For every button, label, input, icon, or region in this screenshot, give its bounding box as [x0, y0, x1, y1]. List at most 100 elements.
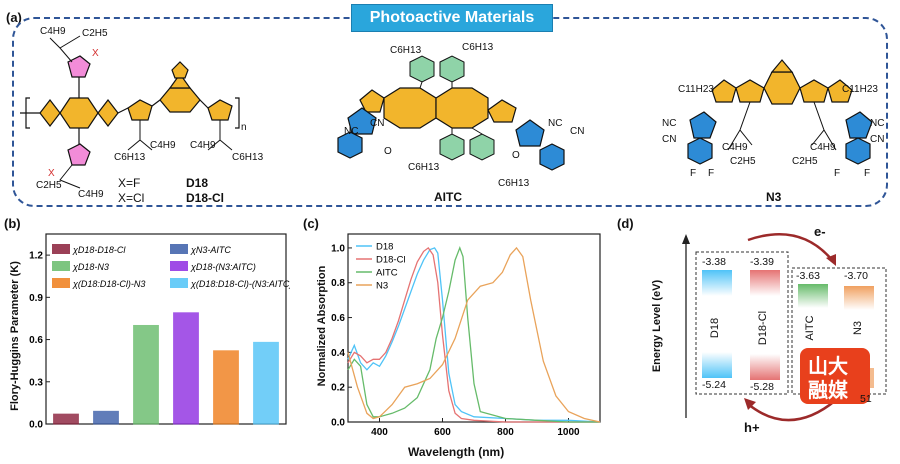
d18-sub-c2h5-top: C2H5 — [82, 28, 108, 39]
legend-label: χ(D18:D18-Cl)-N3 — [72, 279, 145, 289]
panel-label-d: (d) — [617, 216, 634, 231]
aitc-name: AITC — [434, 190, 462, 204]
chart-c-ytick-label: 1.0 — [331, 243, 345, 254]
chart-c-ytick-label: 0.8 — [331, 278, 345, 289]
aitc-lumo-value: -3.63 — [796, 270, 820, 282]
n3-nc-left: NC — [662, 118, 677, 129]
n3-sub-c11-right: C11H23 — [842, 84, 878, 95]
aitc-sub-3: C6H13 — [408, 162, 440, 173]
chart-c-frame — [347, 233, 601, 423]
panel-label-a: (a) — [6, 10, 22, 25]
aitc-sub-2: C6H13 — [462, 42, 494, 53]
series-line-d18-cl — [347, 246, 600, 423]
chart-c-ytick-label: 0.0 — [331, 418, 345, 429]
legend-label: χN3-AITC — [190, 245, 231, 255]
d18-sub-c4h9-bottom: C4H9 — [78, 189, 104, 200]
d18-lumo-bar — [702, 270, 732, 296]
d18-x-top: X — [92, 48, 99, 59]
watermark-line-2: 融媒 — [808, 378, 848, 402]
bar — [133, 324, 159, 425]
n3-sub-c11-left: C11H23 — [678, 84, 714, 95]
aitc-cn-right: CN — [570, 126, 585, 137]
d18-homo-bar — [702, 352, 732, 378]
legend-label: χD18-N3 — [72, 262, 109, 272]
chart-b-ytick-label: 0.0 — [29, 420, 43, 431]
aitc-name-label: AITC — [804, 315, 816, 341]
d18-homo-value: -5.24 — [702, 379, 726, 391]
chart-c-xtick-label: 600 — [434, 427, 451, 438]
chart-c-xtick-label: 400 — [371, 427, 388, 438]
donor-box — [695, 251, 789, 395]
legend-swatch — [170, 261, 188, 271]
n3-sub-c4-right: C4H9 — [810, 142, 836, 153]
chart-b-ytick-label: 0.6 — [29, 335, 43, 346]
series-line-d18 — [347, 247, 601, 423]
aitc-lumo-bar — [798, 284, 828, 308]
hole-arrowhead — [744, 398, 756, 410]
aitc-nc-right: NC — [548, 118, 563, 129]
bar — [173, 312, 199, 425]
chart-b-ytick-label: 0.3 — [29, 377, 43, 388]
watermark-line-1: 山大 — [808, 354, 848, 378]
photoactive-materials-banner: Photoactive Materials — [351, 4, 553, 32]
legend-swatch — [52, 261, 70, 271]
d18-sub-c4h9-top: C4H9 — [40, 26, 66, 37]
panel-label-c: (c) — [303, 216, 319, 231]
series-line-n3 — [347, 246, 601, 423]
legend-label: D18-Cl — [376, 255, 406, 266]
d18-name-label: D18 — [709, 317, 721, 339]
n3-sub-c4-left: C4H9 — [722, 142, 748, 153]
energy-level-diagram — [682, 232, 887, 422]
n3-name: N3 — [766, 190, 782, 204]
aitc-structure — [337, 55, 565, 171]
d18-repeat-n: n — [241, 122, 247, 133]
aitc-cn-left: CN — [370, 118, 385, 129]
bar — [253, 341, 279, 425]
legend-label: χ(D18:D18-Cl)-(N3:AITC) — [190, 279, 290, 289]
aitc-o-left: O — [384, 146, 392, 157]
n3-lumo-bar — [844, 286, 874, 310]
panel-label-b: (b) — [4, 216, 21, 231]
d18-sub-c8-mid1: C6H13 — [114, 152, 146, 163]
electron-arrowhead — [826, 254, 836, 266]
bar — [213, 350, 239, 425]
n3-cn-left: CN — [662, 134, 677, 145]
legend-swatch — [170, 278, 188, 288]
n3-cn-right: CN — [870, 134, 885, 145]
legend-swatch — [52, 244, 70, 254]
aitc-sub-4: C6H13 — [498, 178, 530, 189]
d18-sub-c4h9-mid2: C4H9 — [190, 140, 216, 151]
n3-sub-c2-left: C2H5 — [730, 156, 756, 167]
n3-structure — [687, 59, 873, 165]
d18-cl-lumo-value: -3.39 — [750, 256, 774, 268]
d18-sub-c2h5-bottom: C2H5 — [36, 180, 62, 191]
d18-cl-name: D18-Cl — [186, 191, 225, 205]
d18-x-bottom: X — [48, 168, 55, 179]
hole-transfer-arrow — [747, 399, 837, 422]
d18-x-eq-f: X=F — [118, 176, 141, 190]
energy-axis-arrowhead — [682, 234, 690, 244]
aitc-sub-1: C6H13 — [390, 45, 422, 56]
n3-f-3: F — [834, 168, 841, 179]
d18-name: D18 — [186, 176, 209, 190]
hole-label: h+ — [744, 420, 760, 435]
n3-f-1: F — [690, 168, 697, 179]
d18-sub-c4h9-mid1: C4H9 — [150, 140, 176, 151]
n3-f-4: F — [864, 168, 871, 179]
d18cl-homo-bar — [750, 354, 780, 380]
d18-x-eq-cl: X=Cl — [118, 191, 145, 205]
legend-label: χD18-(N3:AITC) — [190, 262, 256, 272]
legend-swatch — [52, 278, 70, 288]
bar — [93, 410, 119, 425]
n3-nc-right: NC — [870, 118, 885, 129]
watermark-logo — [800, 348, 870, 404]
legend-label: χD18-D18-Cl — [72, 245, 126, 255]
d18-cl-name-label: D18-Cl — [757, 310, 769, 346]
chart-c-ytick-label: 0.6 — [331, 313, 345, 324]
d18-lumo-value: -3.38 — [702, 256, 726, 268]
chart-b-frame — [45, 233, 287, 425]
n3-sub-c2-right: C2H5 — [792, 156, 818, 167]
d18cl-lumo-bar — [750, 270, 780, 296]
chart-c-xtick-label: 800 — [497, 427, 514, 438]
